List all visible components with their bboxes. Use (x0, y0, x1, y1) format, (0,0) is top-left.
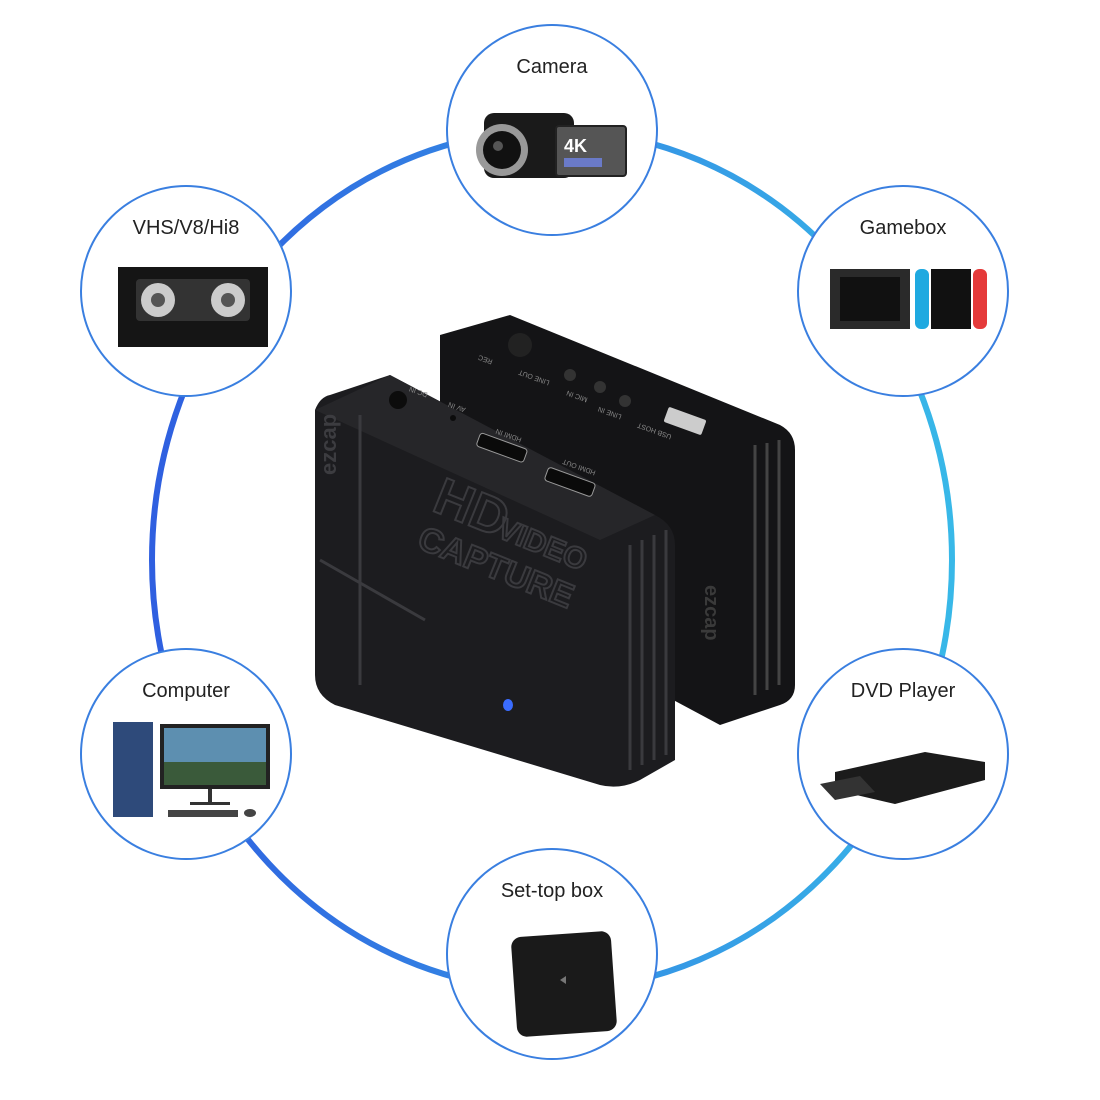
front-brand-logo: ezcap (316, 414, 341, 475)
device-vhs: VHS/V8/Hi8 (80, 185, 292, 397)
camcorder-icon: 4K (476, 113, 627, 178)
vhs-label: VHS/V8/Hi8 (132, 217, 240, 239)
device-dvd-player: DVD Player (797, 648, 1009, 860)
hd-video-capture-device: ezcap REC LINE OUT MIC IN LINE IN USB HO… (315, 315, 795, 787)
svg-text:4K: 4K (564, 136, 587, 156)
camera-label: Camera (516, 56, 588, 78)
device-gamebox: Gamebox (797, 185, 1009, 397)
dvd-player-icon (820, 752, 985, 804)
vhs-tape-icon (118, 267, 268, 347)
rear-brand-logo: ezcap (700, 585, 722, 641)
led-indicator (503, 699, 513, 711)
device-computer: Computer (80, 648, 292, 860)
front-unit: DC IN AV IN HDMI IN HDMI OUT ezcap HD VI… (315, 375, 675, 787)
settop-label: Set-top box (500, 880, 604, 902)
port-label-rec: REC (477, 353, 493, 365)
gamebox-label: Gamebox (859, 217, 947, 239)
game-console-icon (830, 269, 987, 329)
set-top-box-icon (511, 931, 617, 1037)
device-camera: Camera 4K (446, 24, 658, 236)
computer-label: Computer (142, 680, 230, 702)
computer-icon (113, 722, 270, 817)
dvd-label: DVD Player (850, 680, 956, 702)
device-set-top-box: Set-top box (446, 848, 658, 1060)
